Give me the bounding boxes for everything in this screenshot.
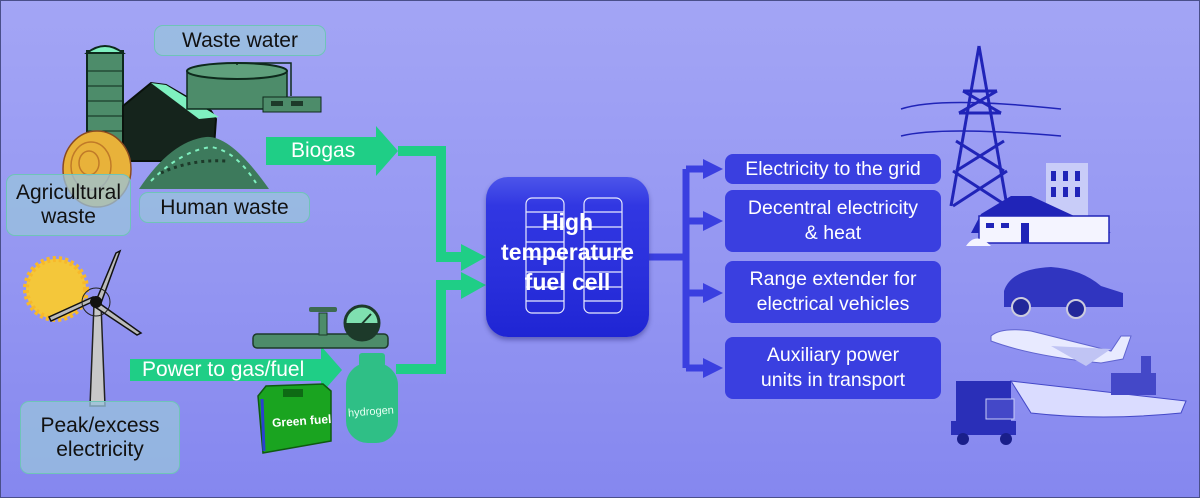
biogas-arrow [266, 126, 398, 176]
fuel-cell-stack-icon [525, 197, 623, 314]
human-waste-pile-icon [139, 136, 269, 189]
high-temperature-fuel-cell: High temperature fuel cell [486, 177, 649, 337]
hydrogen-tank-icon [346, 353, 398, 443]
output-decentral-electricity-heat: Decentral electricity & heat [725, 190, 941, 252]
sun-icon [23, 256, 89, 322]
fuel-cell-label-line1: High [541, 209, 594, 235]
biogas-connector [398, 146, 463, 262]
airplane-icon [990, 329, 1132, 366]
houses-buildings-icon [966, 163, 1111, 246]
hydrogen-connector [396, 280, 463, 374]
human-waste-label: Human waste [139, 192, 310, 223]
output-auxiliary-power-units: Auxiliary power units in transport [725, 337, 941, 399]
output-electricity-to-grid: Electricity to the grid [725, 154, 941, 184]
peak-excess-electricity-label: Peak/excess electricity [20, 401, 180, 474]
waste-water-label: Waste water [154, 25, 326, 56]
output-arrowheads [703, 159, 723, 378]
fuel-cell-label: High temperature fuel cell [486, 207, 649, 297]
biogas-inlet-arrowhead [461, 244, 486, 271]
power-to-gas-arrow [130, 346, 342, 394]
hydrogen-inlet-arrowhead [461, 272, 486, 299]
truck-icon [951, 381, 1016, 445]
car-icon [1004, 267, 1123, 319]
output-range-extender: Range extender for electrical vehicles [725, 261, 941, 323]
fuel-cell-label-line2: temperature [501, 239, 634, 265]
power-pylon-icon [900, 45, 1062, 208]
wind-turbine-icon [47, 249, 143, 407]
fuel-cell-label-line3: fuel cell [524, 269, 611, 295]
biogas-flow-label: Biogas [291, 139, 356, 162]
output-connectors [649, 165, 706, 372]
power-to-gas-flow-label: Power to gas/fuel [142, 358, 305, 381]
agricultural-waste-label: Agricultural waste [6, 174, 131, 236]
pressure-gauge-icon [343, 304, 381, 342]
waste-water-tank-icon [186, 62, 322, 113]
green-fuel-can-icon [257, 383, 332, 454]
ship-icon [1010, 356, 1187, 418]
